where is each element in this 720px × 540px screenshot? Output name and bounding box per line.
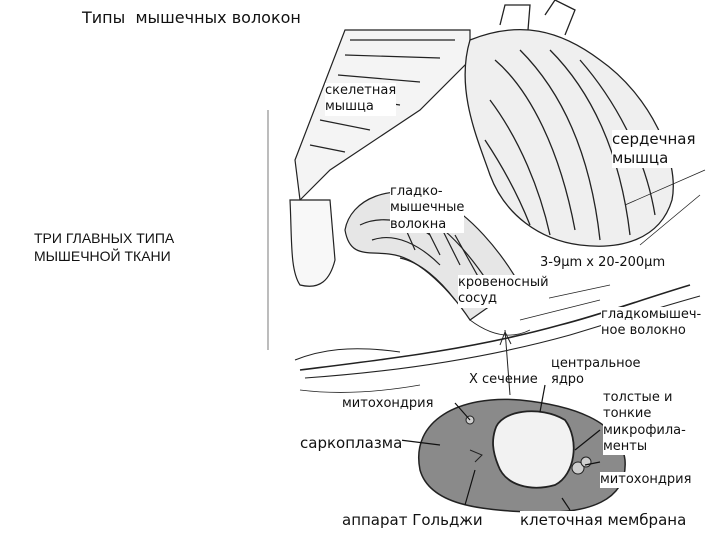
left-caption: ТРИ ГЛАВНЫХ ТИПА МЫШЕЧНОЙ ТКАНИ bbox=[34, 230, 174, 265]
heart-drawing bbox=[465, 0, 705, 246]
label-smooth-fibers: гладко- мышечные волокна bbox=[390, 184, 464, 233]
label-mitochondria-left: митохондрия bbox=[342, 396, 433, 412]
label-smooth-fiber: гладкомышеч- ное волокно bbox=[601, 307, 701, 340]
label-central-nucleus: центральное ядро bbox=[551, 356, 641, 389]
label-blood-vessel: кровеносный сосуд bbox=[458, 275, 549, 308]
cell-cross-section bbox=[419, 399, 625, 512]
label-cross-section: Х сечение bbox=[469, 372, 538, 388]
label-myofilaments: толстые и тонкие микрофила- менты bbox=[603, 390, 686, 455]
label-sarcoplasm: саркоплазма bbox=[300, 434, 402, 453]
page-title: Типы мышечных волокон bbox=[82, 8, 301, 28]
label-mitochondria-right: митохондрия bbox=[600, 472, 691, 488]
label-cardiac-muscle: сердечная мышца bbox=[612, 130, 695, 168]
label-golgi: аппарат Гольджи bbox=[342, 511, 483, 530]
label-size: 3-9μm x 20-200μm bbox=[540, 255, 665, 271]
label-cell-membrane: клеточная мембрана bbox=[520, 511, 686, 530]
label-skeletal-muscle: скелетная мышца bbox=[325, 83, 396, 116]
